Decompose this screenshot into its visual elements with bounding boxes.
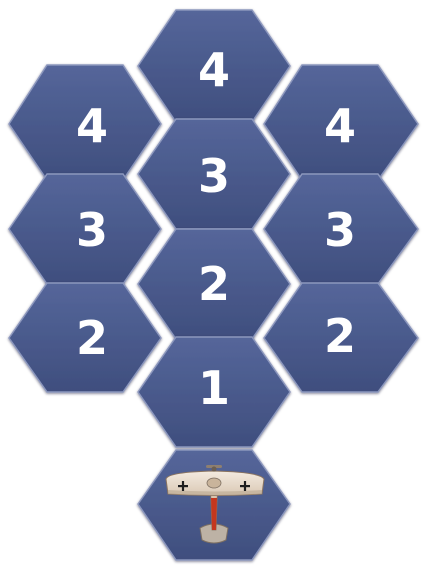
hex-tile-lower-center[interactable]: 1 xyxy=(138,337,290,447)
hex-tile-top[interactable]: 4 xyxy=(138,10,290,122)
hex-tile-lower-right[interactable]: 2 xyxy=(264,283,418,392)
hex-tile-lower-left[interactable]: 2 xyxy=(9,283,161,392)
hex-tile-upper-center[interactable]: 3 xyxy=(138,119,290,229)
hex-label: 2 xyxy=(198,257,230,311)
hex-label: 3 xyxy=(324,203,356,257)
hex-label: 3 xyxy=(76,203,108,257)
hex-label: 2 xyxy=(324,309,356,363)
hex-label: 1 xyxy=(198,361,230,415)
hex-tile-center[interactable]: 2 xyxy=(138,229,290,339)
hex-label: 3 xyxy=(198,149,230,203)
hex-tile-upper-left[interactable]: 4 xyxy=(9,65,161,180)
hex-label: 4 xyxy=(76,99,108,153)
hex-label: 2 xyxy=(76,311,108,365)
hex-label: 4 xyxy=(198,43,230,97)
hex-label: 4 xyxy=(324,99,356,153)
hex-tile-upper-right[interactable]: 4 xyxy=(264,65,418,180)
hex-tile-middle-right[interactable]: 3 xyxy=(264,174,418,284)
hex-tile-middle-left[interactable]: 3 xyxy=(9,174,161,284)
